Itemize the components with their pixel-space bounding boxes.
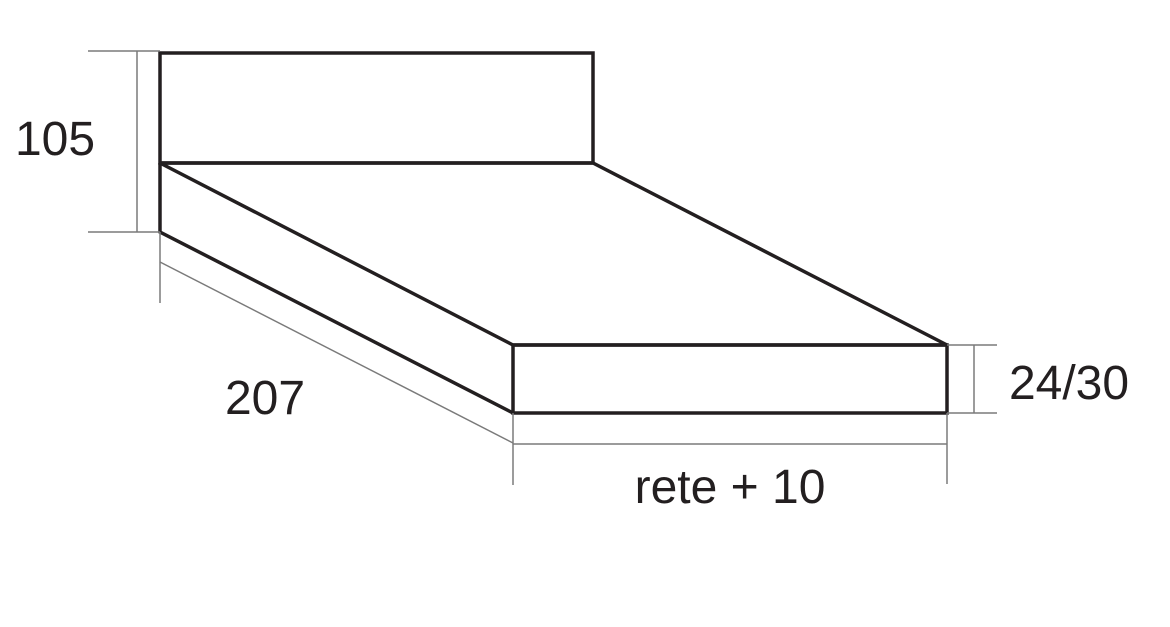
headboard (158, 51, 595, 165)
width-label: rete + 10 (635, 461, 826, 514)
mattress-top (159, 161, 948, 347)
frame-height-label: 24/30 (1009, 357, 1129, 410)
dimension-headboard-height: 105 (15, 50, 160, 233)
length-label: 207 (225, 372, 305, 425)
dimension-length: 207 (159, 232, 514, 485)
dimension-width: rete + 10 (513, 413, 948, 514)
dimension-frame-height: 24/30 (947, 344, 1129, 414)
bed-front-panel (511, 343, 949, 415)
headboard-height-label: 105 (15, 113, 95, 166)
bed-drawing (158, 51, 949, 415)
bed-left-side (158, 163, 514, 415)
